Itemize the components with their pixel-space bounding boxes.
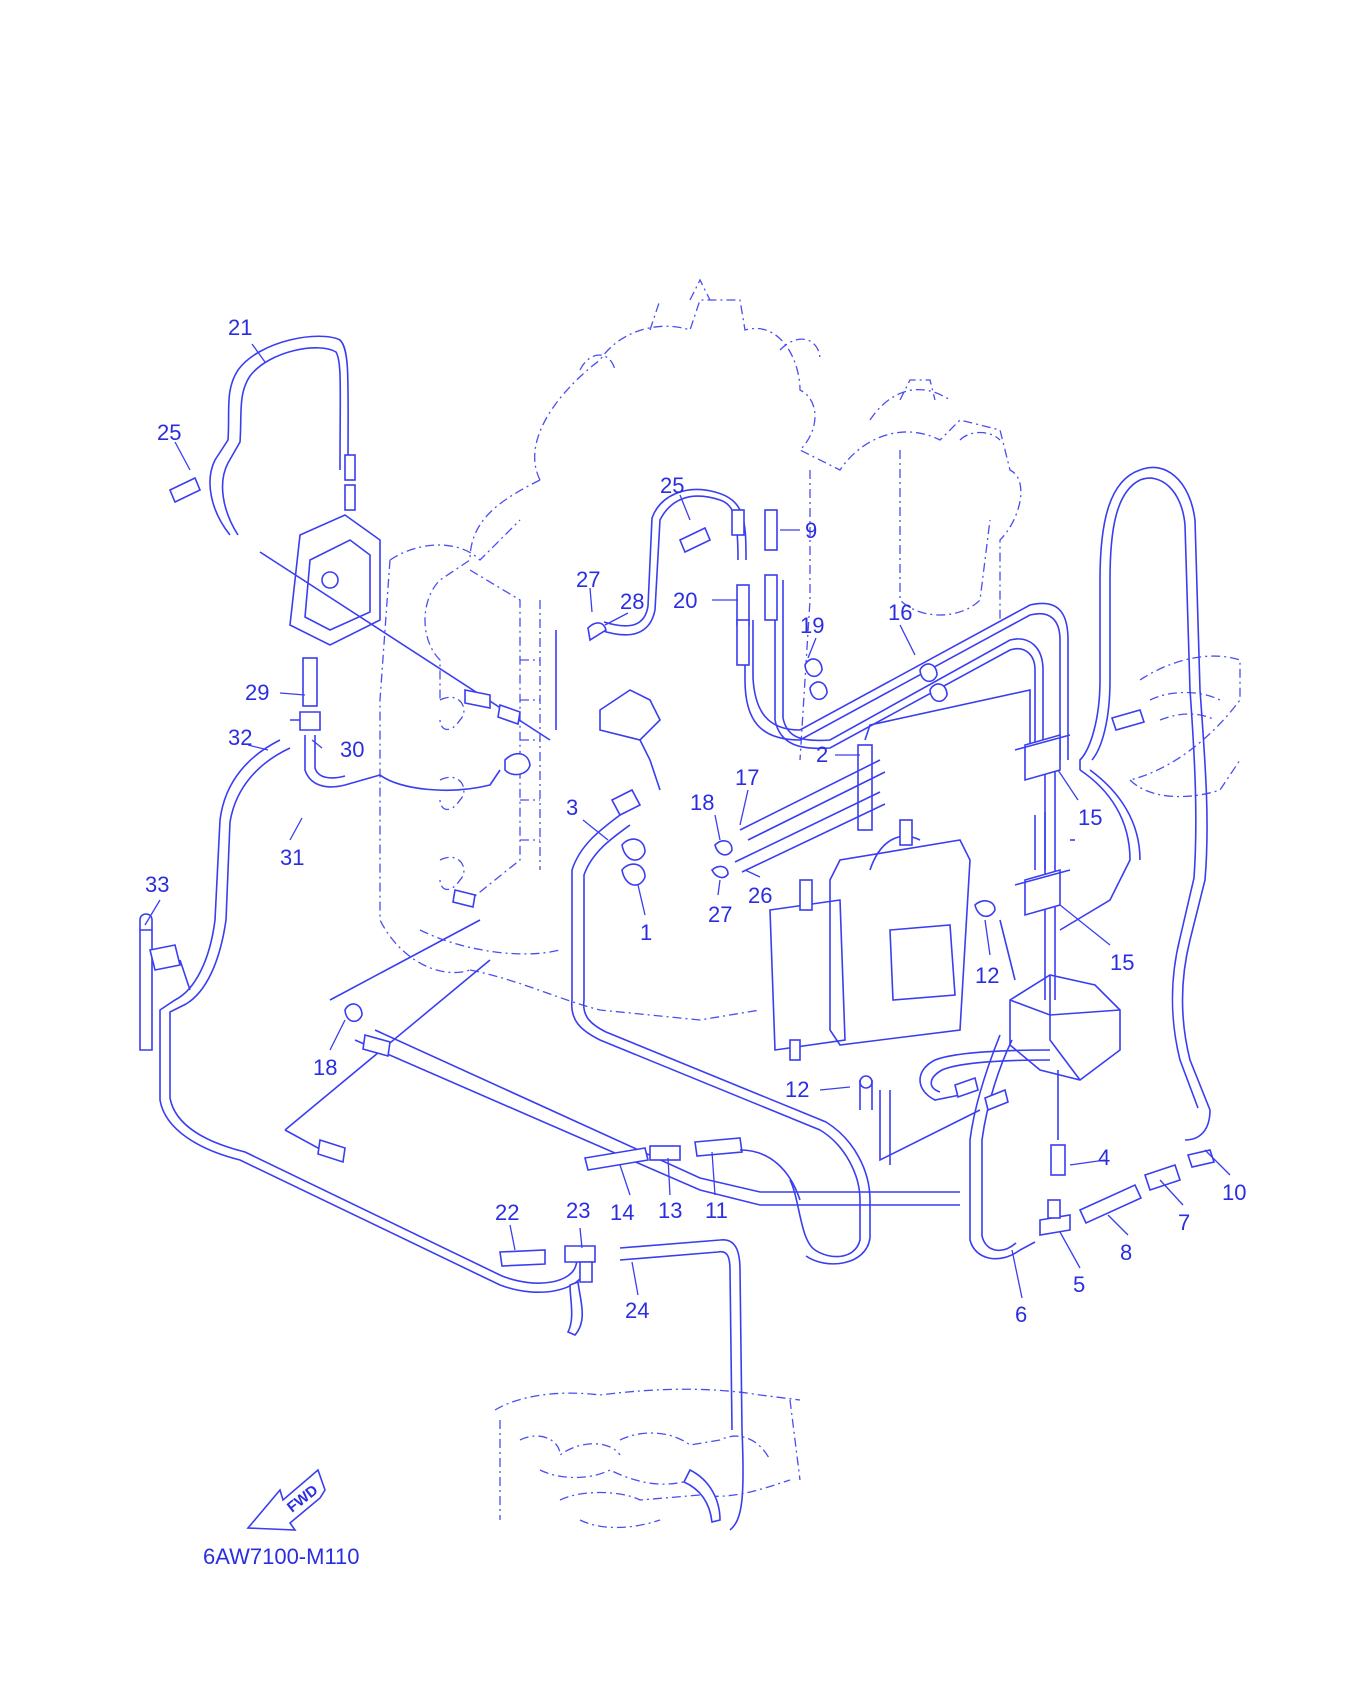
part-label: 19 <box>800 613 824 638</box>
fwd-label: FWD <box>284 1482 322 1517</box>
part-label: 15 <box>1110 950 1134 975</box>
part-label: 22 <box>495 1200 519 1225</box>
part-label: 21 <box>228 315 252 340</box>
part-label: 4 <box>1098 1145 1110 1170</box>
part-label: 14 <box>610 1200 634 1225</box>
part-label: 32 <box>228 725 252 750</box>
part-label: 33 <box>145 872 169 897</box>
part-label: 7 <box>1178 1210 1190 1235</box>
cowling-bracket-outline <box>1129 655 1241 798</box>
part-label: 11 <box>705 1198 728 1223</box>
part-label: 29 <box>245 680 269 705</box>
engine-outline <box>379 278 1022 1021</box>
part-label: 3 <box>566 795 578 820</box>
part-label: 27 <box>708 902 732 927</box>
part-label: 5 <box>1073 1272 1085 1297</box>
part-label: 10 <box>1222 1180 1246 1205</box>
part-labels: 21 25 25 9 27 28 20 19 16 29 30 32 31 2 … <box>145 315 1246 1327</box>
part-label: 12 <box>785 1077 809 1102</box>
part-label: 2 <box>816 742 828 767</box>
part-label: 9 <box>805 518 817 543</box>
part-label: 23 <box>566 1198 590 1223</box>
part-label: 16 <box>888 600 912 625</box>
part-label: 12 <box>975 963 999 988</box>
part-label: 15 <box>1078 805 1102 830</box>
part-label: 18 <box>313 1055 337 1080</box>
hose-lines <box>139 335 1216 1531</box>
part-label: 30 <box>340 737 364 762</box>
part-label: 13 <box>658 1198 682 1223</box>
part-label: 26 <box>748 883 772 908</box>
part-label: 18 <box>690 790 714 815</box>
part-label: 1 <box>640 920 652 945</box>
part-label: 25 <box>157 420 181 445</box>
part-label: 28 <box>620 589 644 614</box>
leader-lines <box>144 343 1231 1299</box>
part-label: 17 <box>735 765 759 790</box>
part-label: 24 <box>625 1298 649 1323</box>
part-label: 8 <box>1120 1240 1132 1265</box>
part-label: 31 <box>280 845 304 870</box>
part-label: 25 <box>660 473 684 498</box>
part-label: 20 <box>673 588 697 613</box>
diagram-code: 6AW7100-M110 <box>203 1544 360 1569</box>
fwd-arrow: FWD <box>246 1468 326 1531</box>
part-label: 6 <box>1015 1302 1027 1327</box>
lower-cowling-outline <box>494 1388 801 1529</box>
part-label: 27 <box>576 567 600 592</box>
